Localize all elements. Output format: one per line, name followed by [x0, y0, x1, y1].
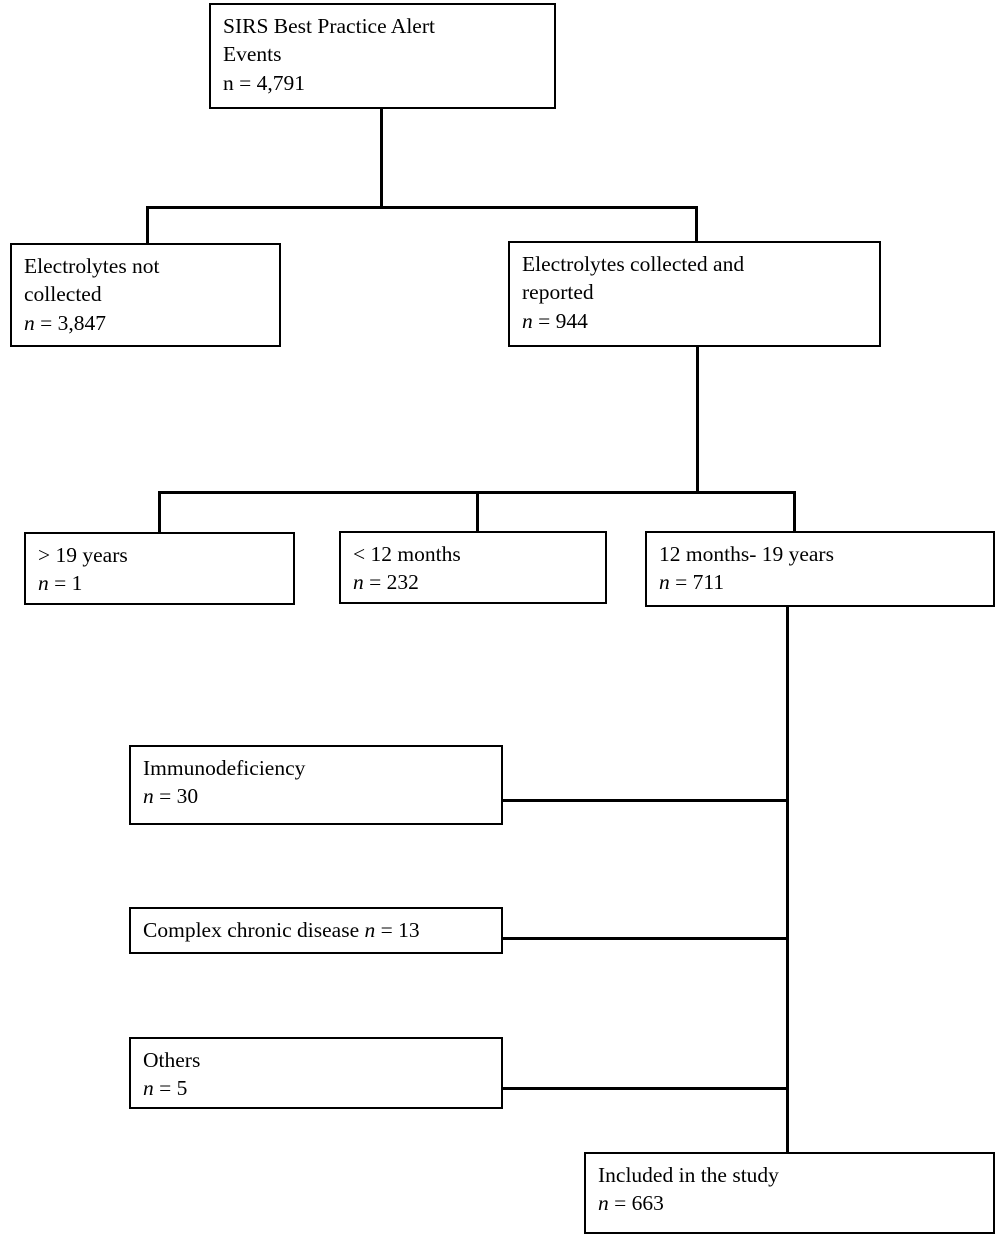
count-value: = 30 [153, 784, 199, 809]
count-value: = 232 [363, 570, 419, 595]
node-included-in-the-study-label: Included in the study [598, 1163, 779, 1187]
label-text: Complex chronic disease [143, 918, 365, 942]
edge-exclusion-trunk [786, 606, 789, 1154]
edge-split1-left-drop [146, 206, 149, 245]
node-under-12-months-count: n = 232 [353, 568, 595, 596]
node-over-19-years-label: > 19 years [38, 543, 128, 567]
edge-split1-right-drop [695, 206, 698, 243]
node-sirs-alert-events-label-line1: SIRS Best Practice Alert [223, 14, 435, 38]
count-value: = 3,847 [34, 310, 107, 335]
node-included-in-the-study: Included in the study n = 663 [584, 1152, 995, 1234]
edge-complex-chronic-connector [502, 937, 789, 940]
node-immunodeficiency-count: n = 30 [143, 782, 491, 810]
n-symbol: n [143, 784, 154, 809]
edge-immunodeficiency-connector [502, 799, 789, 802]
count-value: = 711 [669, 570, 725, 595]
node-others: Others n = 5 [129, 1037, 503, 1109]
count-value: = 13 [375, 918, 420, 942]
edge-others-connector [502, 1087, 789, 1090]
n-symbol: n [24, 310, 35, 335]
n-symbol: n [659, 570, 670, 595]
node-electrolytes-not-collected-label-line1: Electrolytes not [24, 254, 160, 278]
count-value: = 5 [153, 1076, 188, 1101]
edge-split-bar-level1 [146, 206, 698, 209]
n-symbol: n [364, 918, 376, 942]
node-over-19-years-count: n = 1 [38, 569, 283, 597]
node-electrolytes-not-collected: Electrolytes not collected n = 3,847 [10, 243, 281, 347]
node-immunodeficiency: Immunodeficiency n = 30 [129, 745, 503, 825]
node-sirs-alert-events-label-line2: Events [223, 42, 282, 67]
n-symbol: n [522, 308, 533, 333]
edge-collected-to-split [696, 347, 699, 493]
node-electrolytes-not-collected-label-line2: collected [24, 282, 102, 307]
node-under-12-months: < 12 months n = 232 [339, 531, 607, 604]
node-others-label: Others [143, 1048, 201, 1072]
node-electrolytes-not-collected-count: n = 3,847 [24, 309, 269, 337]
node-electrolytes-collected-reported: Electrolytes collected and reported n = … [508, 241, 881, 347]
edge-root-to-split [380, 109, 383, 208]
node-electrolytes-collected-label-line2: reported [522, 280, 594, 305]
node-under-12-months-label: < 12 months [353, 542, 461, 566]
node-complex-chronic-disease: Complex chronic disease n = 13 [129, 907, 503, 954]
node-electrolytes-collected-count: n = 944 [522, 307, 869, 335]
edge-split2-middle-drop [476, 491, 479, 532]
count-value: = 663 [608, 1191, 664, 1216]
count-value: = 944 [532, 308, 588, 333]
node-electrolytes-collected-label-line1: Electrolytes collected and [522, 252, 745, 276]
n-symbol: n [353, 570, 364, 595]
node-sirs-alert-events: SIRS Best Practice Alert Events n = 4,79… [209, 3, 556, 109]
node-over-19-years: > 19 years n = 1 [24, 532, 295, 605]
n-symbol: n [143, 1076, 154, 1101]
edge-split2-right-drop [793, 491, 796, 532]
node-immunodeficiency-label: Immunodeficiency [143, 756, 306, 780]
node-included-in-the-study-count: n = 663 [598, 1189, 983, 1217]
node-others-count: n = 5 [143, 1074, 491, 1102]
node-complex-chronic-disease-label: Complex chronic disease n = 13 [143, 916, 491, 944]
count-value: = 1 [48, 571, 83, 596]
n-symbol: n [38, 571, 49, 596]
n-symbol: n [598, 1191, 609, 1216]
node-12-months-to-19-years: 12 months- 19 years n = 711 [645, 531, 995, 607]
edge-split2-left-drop [158, 491, 161, 533]
node-12-months-to-19-years-count: n = 711 [659, 568, 983, 596]
node-12-months-to-19-years-label: 12 months- 19 years [659, 542, 834, 566]
node-sirs-alert-events-count: n = 4,791 [223, 70, 306, 95]
